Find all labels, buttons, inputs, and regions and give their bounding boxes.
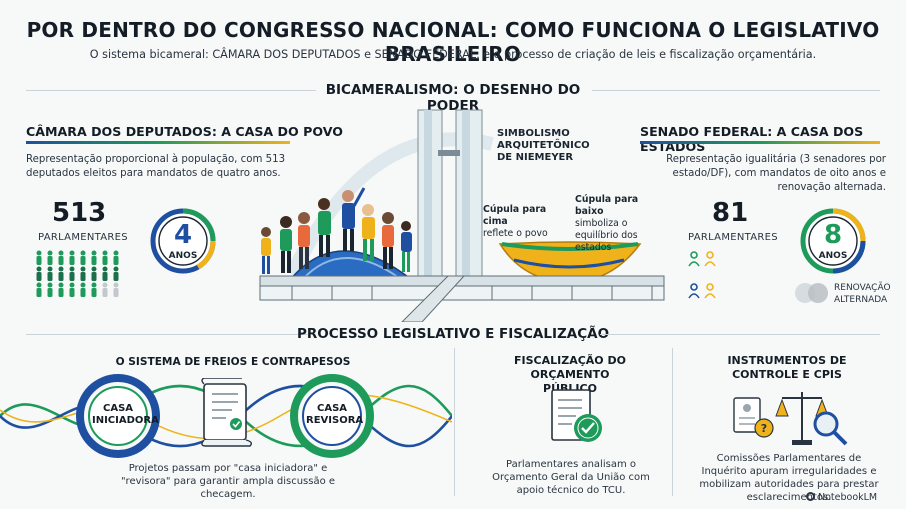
cupula-baixo-note: Cúpula para baixo simboliza o equilíbrio… <box>575 194 663 254</box>
camara-term-number: 4 <box>173 220 193 250</box>
wave-lines-icon <box>0 374 454 458</box>
senado-count-label: PARLAMENTARES <box>688 232 778 243</box>
brand-name: NotebookLM <box>818 492 878 503</box>
section1-rule-left <box>26 90 316 91</box>
casa-iniciadora-label: CASA INICIADORA <box>92 403 159 426</box>
cupula-baixo-text: simboliza o equilíbrio dos estados <box>575 218 638 253</box>
svg-text:?: ? <box>761 422 767 435</box>
fiscalizacao-description: Parlamentares analisam o Orçamento Geral… <box>492 459 650 496</box>
cpi-tools-icon-wrap: ? <box>730 384 854 450</box>
senators-icon <box>688 251 716 299</box>
camara-term-clock: 4 ANOS <box>148 206 218 276</box>
audit-document-icon-wrap <box>546 386 606 448</box>
divider-1 <box>454 348 455 496</box>
senado-description: Representação igualitária (3 senadores p… <box>666 154 886 193</box>
section1-rule-right <box>592 90 880 91</box>
brand-logo-icon <box>806 492 815 501</box>
freios-description: Projetos passam por "casa iniciadora" e … <box>120 463 336 500</box>
senado-term-number: 8 <box>823 220 843 250</box>
senado-term-label: ANOS <box>818 251 848 261</box>
section2-heading: PROCESSO LEGISLATIVO E FISCALIZAÇÃO <box>296 326 610 342</box>
renewal-icon-wrap <box>794 282 830 304</box>
congress-building-icon <box>259 109 665 323</box>
camara-count: 513 <box>52 198 107 228</box>
deputados-people-grid <box>34 250 124 302</box>
cpis-heading: INSTRUMENTOS DE CONTROLE E CPIS <box>727 354 847 381</box>
senado-heading: SENADO FEDERAL: A CASA DOS ESTADOS <box>640 124 864 154</box>
overlapping-circles-icon <box>795 283 828 303</box>
people-grid-icon <box>36 250 119 297</box>
congress-building-illustration <box>252 104 670 323</box>
freios-diagram <box>0 370 454 462</box>
camara-term-label: ANOS <box>168 251 198 261</box>
section2-rule-right <box>600 334 880 335</box>
camara-heading: CÂMARA DOS DEPUTADOS: A CASA DO POVO <box>26 124 343 139</box>
camara-heading-bar <box>26 141 290 144</box>
senado-renewal-label: RENOVAÇÃO ALTERNADA <box>834 283 891 305</box>
senado-heading-bar <box>640 141 880 144</box>
senado-count: 81 <box>712 198 749 228</box>
clock-icon <box>150 208 216 274</box>
camara-description: Representação proporcional à população, … <box>26 154 286 179</box>
clock-icon <box>800 208 866 274</box>
symbolism-title: SIMBOLISMO ARQUITETÔNICO DE NIEMEYER <box>497 128 590 163</box>
cupula-cima-bold: Cúpula para cima <box>483 204 547 227</box>
cupula-cima-text: reflete o povo <box>483 228 548 239</box>
divider-2 <box>672 348 673 496</box>
cupula-baixo-bold: Cúpula para baixo <box>575 194 639 217</box>
audit-document-icon <box>551 389 602 442</box>
document-scroll-icon-wrap <box>196 377 256 448</box>
scales-magnifier-icon: ? <box>733 392 848 446</box>
brand-badge: NotebookLM <box>806 492 902 506</box>
page-subtitle: O sistema bicameral: CÂMARA DOS DEPUTADO… <box>89 48 817 61</box>
casa-revisora-label: CASA REVISORA <box>306 403 364 426</box>
cupula-cima-note: Cúpula para cima reflete o povo <box>483 204 573 240</box>
cpis-description: Comissões Parlamentares de Inquérito apu… <box>699 453 879 503</box>
senadores-people-icons <box>686 250 726 300</box>
page-title: POR DENTRO DO CONGRESSO NACIONAL: COMO F… <box>26 18 880 66</box>
senado-term-clock: 8 ANOS <box>798 206 868 276</box>
freios-heading: O SISTEMA DE FREIOS E CONTRAPESOS <box>115 356 351 368</box>
camara-count-label: PARLAMENTARES <box>38 232 128 243</box>
document-scroll-icon <box>201 377 253 447</box>
section2-rule-left <box>26 334 308 335</box>
